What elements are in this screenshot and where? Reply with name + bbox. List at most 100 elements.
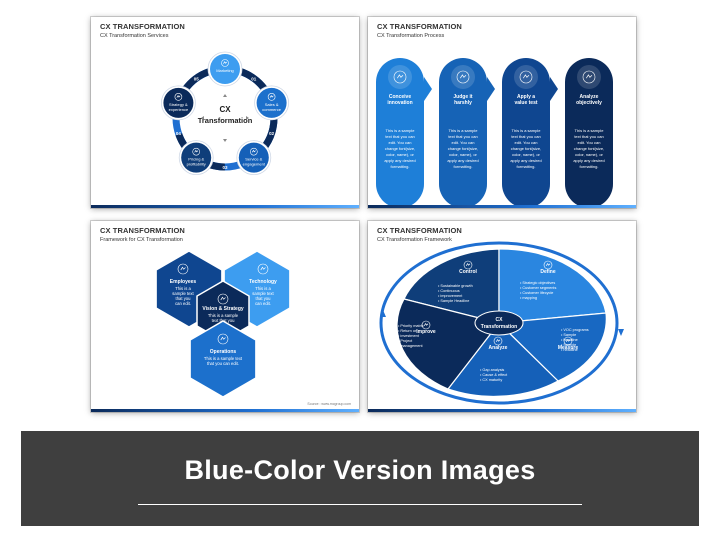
cycle-node: Pricing &profitability [178, 140, 214, 176]
framework-piece: Analyze• Gap analysis• Cause & effect• C… [447, 322, 559, 398]
hex-text: that you [256, 296, 272, 301]
node-label: Pricing & [188, 157, 204, 162]
piece-shape [497, 312, 607, 382]
hex-text: sample text [252, 291, 274, 296]
step-text: apply any desired [573, 158, 604, 163]
slide-footer-bar [368, 409, 636, 412]
source-note: Source : www.mcgroup.com [307, 402, 351, 406]
hex-text: can edit. [175, 301, 191, 306]
step-text: This is a sample [512, 128, 542, 133]
step-text: apply any desired [384, 158, 415, 163]
step-text: edit. You can [578, 140, 601, 145]
node-disc [238, 142, 269, 173]
slide-subtitle: Framework for CX Transformation [100, 237, 183, 243]
handshake-icon [250, 147, 258, 156]
slide-footer-bar [368, 205, 636, 208]
piece-bullet: • headline [561, 338, 578, 342]
step-text: edit. You can [515, 140, 538, 145]
hex-title: Vision & Strategy [202, 306, 244, 312]
step-text: text that you can [574, 134, 603, 139]
piece-title: Define [540, 269, 556, 275]
piece-bullet: • CX maturity [480, 378, 502, 382]
step-title: Judge it [453, 94, 473, 100]
step-header [565, 58, 613, 122]
step-text: color, name), or [449, 152, 477, 157]
step-text: color, name), or [512, 152, 540, 157]
step-text: color, name), or [386, 152, 414, 157]
slide-cx-services[interactable]: CX TRANSFORMATION CX Transformation Serv… [91, 17, 359, 208]
piece-bullet: • Sample [561, 343, 576, 347]
analyze-icon [493, 336, 503, 346]
step-body [376, 122, 424, 178]
title-banner: Blue-Color Version Images [21, 431, 699, 526]
monitor-icon [463, 260, 473, 270]
analyze-icon [582, 70, 596, 84]
slide-cx-framework-puzzle[interactable]: CX TRANSFORMATION CX Transformation Fram… [368, 221, 636, 412]
step-title: Conceive [389, 94, 411, 100]
center-title: CX [496, 317, 504, 323]
step-header [376, 58, 424, 122]
puzzle-framework-diagram: Control• Sustainable growth• Continuous•… [379, 241, 624, 405]
step-footer [439, 178, 487, 208]
piece-bullet: • Customer segments [520, 286, 556, 290]
step-icon-bg [388, 65, 412, 89]
piece-shape [396, 298, 501, 390]
piece-title: Measure [558, 345, 579, 351]
sales-icon [267, 93, 276, 101]
improve-icon [421, 320, 431, 330]
step-text: This is a sample [449, 128, 479, 133]
framework-piece: Improve• Priority matrix• Return on• inv… [396, 298, 501, 390]
step-icon-bg [451, 65, 475, 89]
step-text: formatting. [580, 164, 599, 169]
vision-icon [217, 293, 229, 305]
step-title: Apply a [517, 94, 535, 100]
hex-text: can edit. [255, 301, 271, 306]
cycle-node: Strategy &experience [160, 85, 196, 121]
step-footer [376, 178, 424, 208]
piece-bullet: • Priority matrix [398, 324, 424, 328]
step-text: change font(size, [574, 146, 604, 151]
step-body [439, 122, 487, 178]
slide-footer-bar [91, 205, 359, 208]
node-number: 02 [269, 131, 275, 136]
node-disc [181, 142, 212, 173]
cycle-node: Service &engagement [236, 140, 272, 176]
slide-cx-framework-hex[interactable]: CX TRANSFORMATION Framework for CX Trans… [91, 221, 359, 412]
cycle-node: Sales &commerce [254, 85, 290, 121]
step-title: objectively [576, 100, 602, 106]
step-text: edit. You can [389, 140, 412, 145]
hex-text: This is a sample text [204, 356, 243, 361]
step-text: change font(size, [448, 146, 478, 151]
step-title: harshly [454, 100, 472, 106]
step-text: edit. You can [452, 140, 475, 145]
checklist-icon [519, 70, 533, 84]
piece-bullet: • improvement [438, 294, 463, 298]
piece-bullet: • Customer lifecycle [520, 291, 553, 295]
piece-bullet: • Cause & effect [480, 373, 508, 377]
piece-bullet: • Sample Headline [438, 299, 469, 303]
hex-text: This is a [175, 286, 191, 291]
lightbulb-icon [393, 70, 407, 84]
step-text: This is a sample [386, 128, 416, 133]
slide-cx-process[interactable]: CX TRANSFORMATION CX Transformation Proc… [368, 17, 636, 208]
hex-title: Employees [170, 279, 197, 285]
center-subtitle: Transformation [198, 116, 253, 125]
slide-title: CX TRANSFORMATION [377, 22, 462, 31]
cycle-node: Marketing [207, 51, 243, 87]
step-text: text that you can [385, 134, 414, 139]
slide-subtitle: CX Transformation Services [100, 33, 169, 39]
hex-shape [189, 320, 257, 398]
node-number: 05 [194, 76, 200, 81]
step-text: color, name), or [575, 152, 603, 157]
piece-bullet: • Continuous [438, 289, 460, 293]
piece-bullet: • Gap analysis [480, 368, 504, 372]
step-text: text that you can [448, 134, 477, 139]
node-label: experience [169, 107, 189, 112]
slide-title: CX TRANSFORMATION [100, 22, 185, 31]
